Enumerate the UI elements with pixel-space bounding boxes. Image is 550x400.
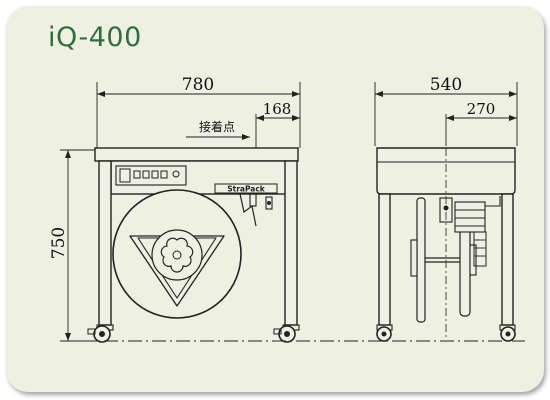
front-offset-label: 168: [263, 100, 292, 118]
side-caster-left: [376, 324, 393, 342]
side-offset-dimension: 270: [445, 100, 517, 146]
brand-plate: StraPack: [214, 183, 278, 194]
front-height-label: 750: [49, 227, 69, 259]
front-offset-dimension: 168: [255, 100, 300, 150]
front-width-dimension: 780: [96, 75, 301, 148]
side-depth-dimension: 540: [374, 75, 518, 146]
diagram-card: [6, 6, 544, 392]
side-offset-label: 270: [467, 100, 496, 118]
joint-point-label: 接着点: [199, 119, 235, 134]
side-depth-label: 540: [430, 75, 462, 95]
front-caster-right: [273, 324, 300, 343]
front-height-dimension: 750: [49, 149, 100, 342]
model-title: iQ-400: [48, 22, 142, 53]
side-view-machine: [376, 147, 516, 342]
side-caster-right: [499, 324, 516, 342]
front-view-machine: StraPack: [87, 147, 300, 343]
side-reel: [410, 197, 477, 323]
side-mechanism: [439, 196, 501, 267]
coil-reel: [112, 189, 242, 319]
control-panel: [115, 165, 187, 186]
front-width-label: 780: [182, 75, 214, 95]
joint-point-annotation: 接着点: [186, 119, 250, 140]
front-caster-left: [87, 324, 114, 343]
brand-plate-text: StraPack: [227, 185, 266, 194]
